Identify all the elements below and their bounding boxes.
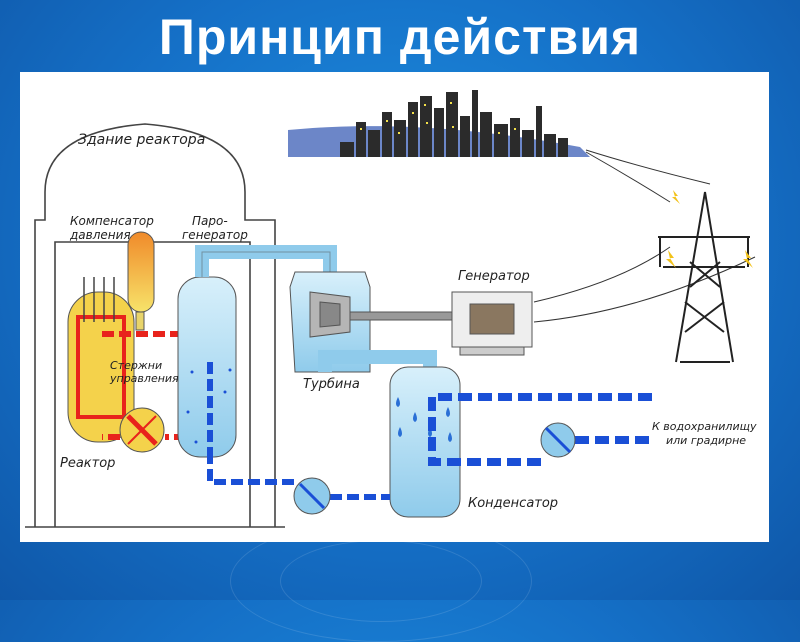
turbine-shaft: [349, 311, 461, 321]
cooling-water-loop: [428, 393, 652, 466]
power-lines: [533, 149, 756, 323]
label-control-rods-1: Стержни: [110, 359, 162, 372]
label-pressure-compensator-2: давления: [69, 228, 131, 242]
feed-pump-icon: [293, 477, 331, 515]
turbine: [289, 271, 371, 373]
reactor-vessel: [67, 277, 135, 443]
background-ripple: [280, 540, 482, 622]
steam-generator: [177, 276, 237, 458]
label-reservoir-2: или градирне: [666, 434, 746, 447]
label-reactor: Реактор: [60, 456, 115, 471]
label-pressure-compensator-1: Компенсатор: [70, 214, 154, 228]
feedwater-loop: [207, 452, 390, 500]
label-generator: Генератор: [458, 269, 530, 284]
npp-diagram: Здание реактора Компенсатор давления Пар…: [25, 90, 757, 528]
diagram-panel: Здание реактора Компенсатор давления Пар…: [20, 72, 769, 542]
label-reactor-building: Здание реактора: [78, 132, 205, 148]
transmission-tower-icon: [658, 191, 750, 363]
label-condenser: Конденсатор: [468, 496, 558, 511]
cooling-pump-icon: [540, 422, 576, 458]
condenser: [318, 350, 461, 518]
steam-pipe: [195, 245, 337, 277]
reactor-pump-icon: [119, 407, 165, 453]
label-control-rods-2: управления: [109, 372, 179, 385]
label-turbine: Турбина: [303, 377, 360, 392]
lightning-icon: [666, 190, 753, 268]
label-reservoir-1: К водохранилищу: [652, 420, 757, 433]
city-skyline-icon: [288, 90, 590, 157]
label-steam-generator-2: генератор: [182, 228, 248, 242]
pressure-compensator: [127, 231, 155, 331]
slide-title: Принцип действия: [158, 9, 642, 65]
label-steam-generator-1: Паро-: [192, 214, 228, 228]
generator: [451, 291, 533, 356]
